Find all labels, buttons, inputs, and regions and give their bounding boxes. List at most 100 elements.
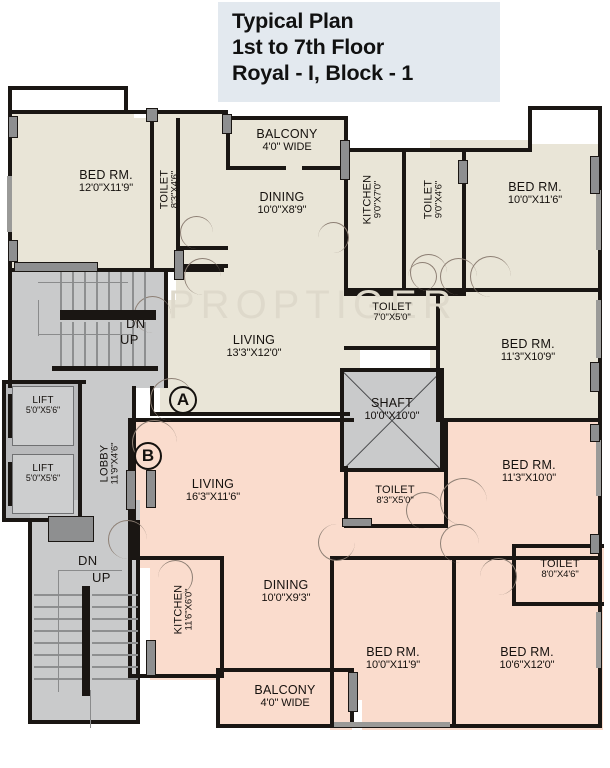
wall-bed-b2-top bbox=[330, 556, 456, 560]
door-bed-b3 bbox=[440, 524, 479, 563]
pier-bed-a1-right bbox=[590, 156, 600, 194]
notch-bottom-centre bbox=[352, 700, 362, 768]
pier-balcony-left bbox=[222, 114, 232, 134]
wall-right-notch-h bbox=[528, 106, 602, 110]
lift-car-2 bbox=[12, 454, 74, 514]
title-line-3: Royal - I, Block - 1 bbox=[232, 61, 414, 85]
pier-top-left bbox=[8, 116, 18, 138]
pier-bed-b1-right bbox=[590, 534, 600, 554]
wall-shaft-bottom bbox=[340, 468, 444, 472]
upper-stair-arrow-up2 bbox=[38, 334, 134, 336]
lower-stair-landing-bar bbox=[82, 586, 90, 696]
wall-right-notch-v bbox=[528, 106, 532, 150]
notch-top-left bbox=[0, 86, 30, 114]
wall-toilet-b1-bot bbox=[344, 524, 448, 528]
upper-stair-dn-label: DN bbox=[126, 316, 146, 331]
plan-title-block: Typical Plan 1st to 7th Floor Royal - I,… bbox=[218, 2, 500, 102]
lower-stair-flight-2 bbox=[92, 588, 138, 696]
wall-hall-left bbox=[8, 268, 12, 388]
wall-lift-bottom bbox=[2, 518, 86, 522]
door-entry-a bbox=[150, 378, 193, 421]
wall-lobby-left bbox=[78, 380, 82, 522]
wall-kitchen-b-right bbox=[220, 556, 224, 678]
upper-stair-landing-bar bbox=[60, 310, 156, 320]
wall-balcony-a-bot2 bbox=[302, 166, 348, 170]
pier-living-b-lt2 bbox=[146, 470, 156, 508]
wall-notch-top-v2 bbox=[124, 86, 128, 112]
pier-left-mid bbox=[8, 240, 18, 262]
wall-shaft-right bbox=[440, 368, 444, 472]
window-left-a bbox=[7, 176, 12, 232]
wall-outer-bottom-b bbox=[330, 724, 602, 728]
upper-stair-flight-2 bbox=[50, 322, 158, 366]
lower-stair-flight-1 bbox=[34, 588, 86, 696]
wall-lower-hall-right bbox=[136, 520, 140, 724]
wall-top-a bbox=[8, 110, 158, 114]
upper-stair-bottom-bar bbox=[52, 366, 158, 371]
wall-bed-b2-right bbox=[452, 556, 456, 726]
wall-top-b bbox=[150, 110, 228, 114]
wall-balcony-a-bot bbox=[226, 166, 286, 170]
wall-top-kitchen bbox=[344, 148, 404, 152]
wall-living-b-bottom bbox=[132, 556, 224, 560]
wall-bed-b3-top bbox=[456, 556, 602, 560]
wall-kitchen-b-bot bbox=[128, 674, 224, 678]
door-bed-a3 bbox=[440, 258, 477, 295]
door-toilet-a3 bbox=[408, 262, 437, 291]
door-bed-b1 bbox=[440, 478, 487, 525]
wall-balcony-b-top bbox=[216, 668, 354, 672]
door-kitchen-a bbox=[318, 222, 349, 253]
door-stair-lower bbox=[108, 520, 147, 559]
wall-bed-a3-left bbox=[436, 288, 440, 422]
wall-top-right-1 bbox=[466, 148, 532, 152]
title-line-1: Typical Plan bbox=[232, 9, 354, 33]
wall-lower-hall-left bbox=[28, 520, 32, 724]
title-line-2: 1st to 7th Floor bbox=[232, 35, 385, 59]
shaft-cross-hatch bbox=[342, 370, 442, 470]
wall-bed-a2-bottom bbox=[440, 288, 600, 292]
watermark-text: PROPTIGER bbox=[168, 283, 458, 327]
wall-kitchen-b-left bbox=[128, 556, 132, 676]
wall-toilet-a2-right bbox=[462, 148, 466, 296]
lower-stair-up-label: UP bbox=[92, 570, 111, 585]
door-kitchen-b bbox=[158, 560, 193, 595]
wall-bed-a3-bottom bbox=[436, 418, 602, 422]
unit-marker-a[interactable]: A bbox=[169, 386, 197, 414]
wall-top-balcony bbox=[226, 116, 348, 120]
door-dining-a bbox=[184, 258, 221, 295]
door-toilet-b2 bbox=[480, 558, 517, 595]
window-right-b-1 bbox=[596, 440, 601, 496]
window-bottom-b bbox=[334, 722, 450, 727]
wall-toilet-a-right bbox=[176, 118, 180, 268]
wall-toilet-a-left bbox=[150, 110, 154, 270]
lower-stair-arrow-2 bbox=[58, 570, 122, 572]
wall-toilet-b1-left bbox=[344, 466, 348, 528]
wall-outer-right-b bbox=[598, 422, 602, 728]
wall-balcony-b-bottom bbox=[216, 724, 354, 728]
pier-bed-a3-right bbox=[590, 362, 600, 392]
pier-toilet-b1 bbox=[342, 518, 372, 527]
door-entry-b bbox=[132, 420, 177, 465]
pier-balcony-b bbox=[348, 672, 358, 712]
wall-living-a-bottom bbox=[150, 412, 350, 416]
wall-bed-b2-left bbox=[330, 556, 334, 726]
lift-door-2 bbox=[8, 462, 12, 506]
lower-stair-arrow-3 bbox=[90, 690, 92, 728]
wall-lift-outer-left bbox=[2, 380, 6, 522]
pier-toilet-a-top bbox=[146, 108, 158, 122]
unit-a-region-balcony bbox=[228, 118, 346, 170]
unit-marker-b[interactable]: B bbox=[134, 442, 162, 470]
unit-a-region-toilet-mid bbox=[346, 290, 434, 350]
lift-door-1 bbox=[8, 394, 12, 438]
lift-car-1 bbox=[12, 386, 74, 446]
wall-top-toilet-a bbox=[404, 148, 466, 152]
notch-right-top bbox=[528, 104, 610, 144]
door-toilet-a1 bbox=[180, 216, 213, 249]
pier-dining-left bbox=[174, 250, 184, 280]
wall-toilet-b2-top bbox=[512, 544, 604, 548]
lower-hall-cross-hatch bbox=[48, 516, 94, 542]
wall-notch-top-h bbox=[8, 86, 128, 90]
upper-stair-up-label: UP bbox=[120, 332, 139, 347]
wall-left-notch-top bbox=[8, 86, 12, 114]
upper-stair-arrow-dn bbox=[38, 282, 128, 284]
